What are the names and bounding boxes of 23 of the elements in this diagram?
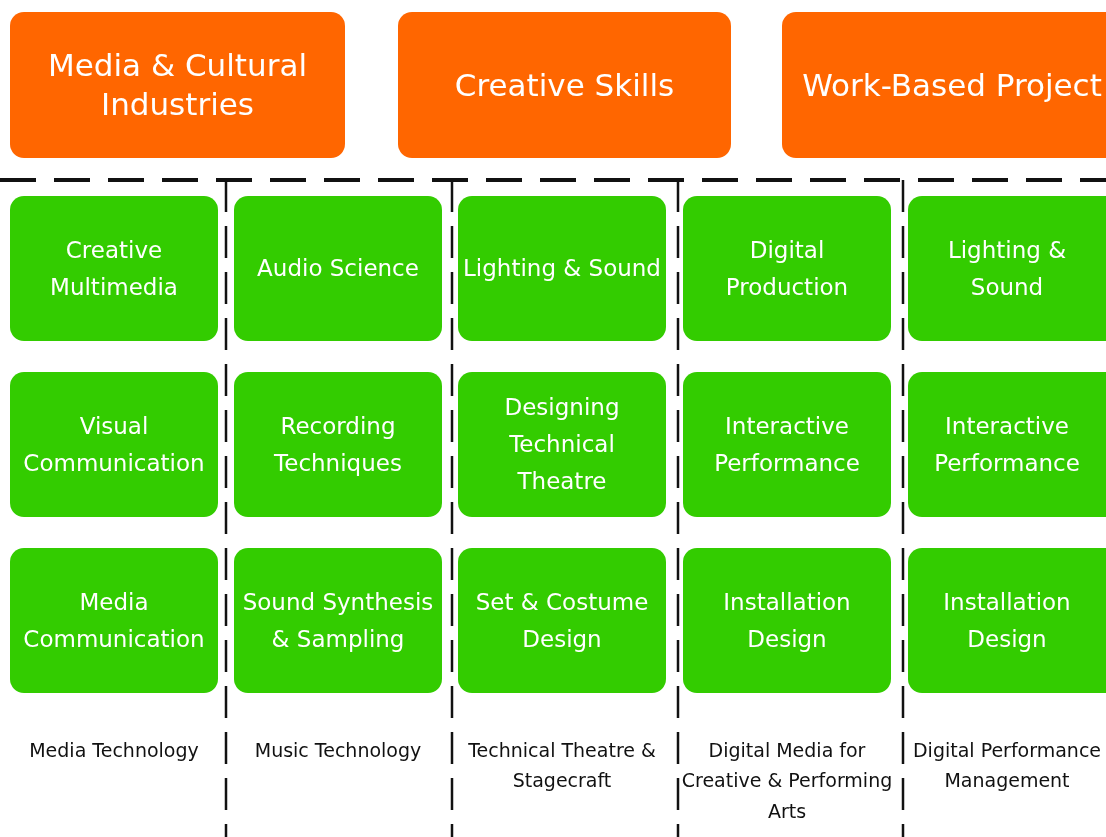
course-name: Music Technology bbox=[253, 738, 423, 763]
module-box: Digital Production bbox=[683, 196, 891, 341]
module-box: Installation Design bbox=[908, 548, 1106, 693]
category-header: Work-Based Project bbox=[782, 12, 1106, 158]
module-box: Sound Synthesis & Sampling bbox=[234, 548, 442, 693]
category-header: Creative Skills bbox=[398, 12, 731, 158]
course-name: Digital Media for Creative & Performing Arts bbox=[680, 738, 894, 824]
category-header: Media & Cultural Industries bbox=[10, 12, 345, 158]
module-box: Installation Design bbox=[683, 548, 891, 693]
course-name: Media Technology bbox=[28, 738, 200, 763]
module-box: Creative Multimedia bbox=[10, 196, 218, 341]
module-box: Designing Technical Theatre bbox=[458, 372, 666, 517]
module-box: Interactive Performance bbox=[683, 372, 891, 517]
module-box: Set & Costume Design bbox=[458, 548, 666, 693]
module-box: Lighting & Sound bbox=[458, 196, 666, 341]
module-box: Media Communication bbox=[10, 548, 218, 693]
module-box: Lighting & Sound bbox=[908, 196, 1106, 341]
course-name: Technical Theatre & Stagecraft bbox=[467, 738, 657, 794]
module-box: Visual Communication bbox=[10, 372, 218, 517]
module-box: Interactive Performance bbox=[908, 372, 1106, 517]
module-box: Audio Science bbox=[234, 196, 442, 341]
module-box: Recording Techniques bbox=[234, 372, 442, 517]
course-name: Digital Performance Management bbox=[911, 738, 1103, 794]
